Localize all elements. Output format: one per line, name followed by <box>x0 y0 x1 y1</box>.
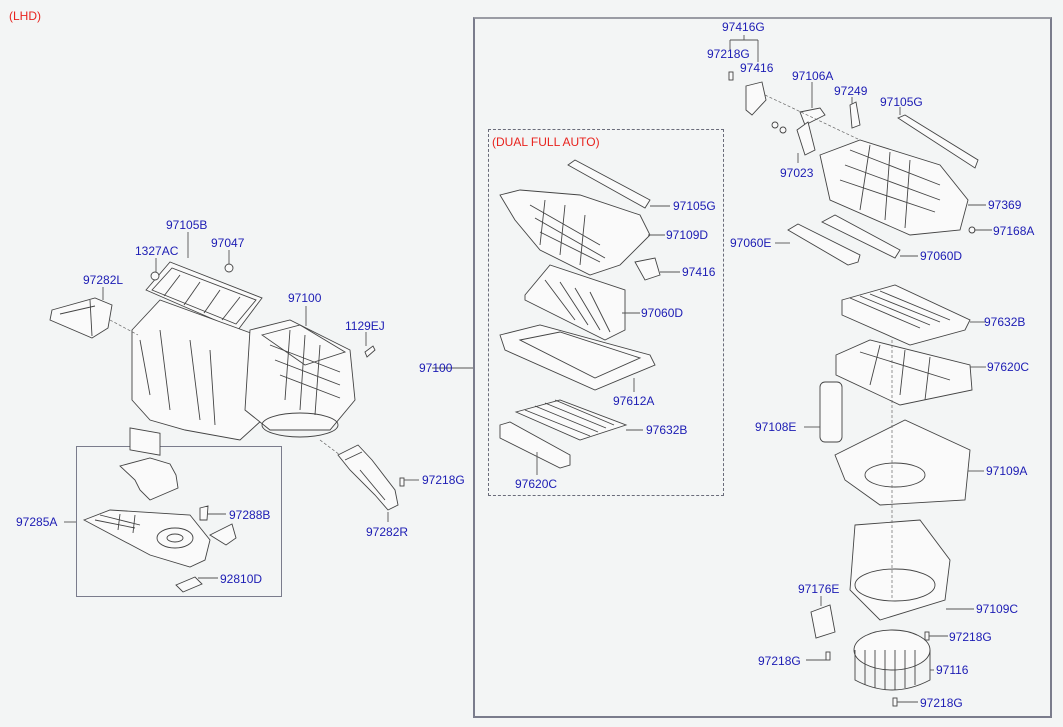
part-label-97060D-dfa[interactable]: 97060D <box>641 306 684 320</box>
screw-97218G-b <box>825 651 831 661</box>
part-label-97060D-top[interactable]: 97060D <box>920 249 963 263</box>
part-label-97105B[interactable]: 97105B <box>166 218 208 232</box>
clip-97288B <box>199 505 209 521</box>
intake-97109D <box>499 189 651 276</box>
part-label-97060E[interactable]: 97060E <box>730 236 772 250</box>
under-cover-drawing <box>64 457 237 593</box>
part-label-97218G-c[interactable]: 97218G <box>920 696 963 710</box>
part-label-97047[interactable]: 97047 <box>211 236 245 250</box>
part-label-1327AC[interactable]: 1327AC <box>135 244 179 258</box>
seal-97105G-top <box>897 114 979 169</box>
screw-97218G-left <box>399 477 405 487</box>
evaporator-case-97100 <box>244 319 356 431</box>
part-label-97105G-dfa[interactable]: 97105G <box>673 199 716 213</box>
air-grille-97105B <box>145 261 263 331</box>
seal-97105G <box>567 159 651 209</box>
part-label-97620C-dfa[interactable]: 97620C <box>515 477 558 491</box>
part-label-97109C[interactable]: 97109C <box>976 602 1019 616</box>
duct-97282R <box>337 444 399 511</box>
intake-case-97369 <box>819 139 969 236</box>
part-label-97416-top[interactable]: 97416 <box>740 61 774 75</box>
part-label-97249[interactable]: 97249 <box>834 84 868 98</box>
door-97060D-top <box>821 214 901 259</box>
resistor-97176E <box>810 604 836 639</box>
part-label-92810D[interactable]: 92810D <box>220 572 263 586</box>
part-label-97105G-top[interactable]: 97105G <box>880 95 923 109</box>
label-92810D <box>175 576 203 593</box>
part-label-97282L[interactable]: 97282L <box>83 273 124 287</box>
part-label-97285A[interactable]: 97285A <box>16 515 58 529</box>
part-label-97416G[interactable]: 97416G <box>722 20 765 34</box>
lever-97106A <box>799 107 826 126</box>
nut-97047 <box>224 263 234 273</box>
dual-full-auto-frame <box>488 129 724 496</box>
part-label-97612A[interactable]: 97612A <box>613 394 655 408</box>
duct-97282L <box>49 297 113 339</box>
part-label-97218G-a[interactable]: 97218G <box>949 630 992 644</box>
seal-97108E <box>819 381 843 443</box>
part-label-97109D[interactable]: 97109D <box>666 228 709 242</box>
door-97060D <box>524 264 626 341</box>
nut-1327AC <box>150 271 160 281</box>
dual-full-auto-title: (DUAL FULL AUTO) <box>492 135 600 149</box>
lhd-title: (LHD) <box>9 9 41 23</box>
part-label-97100-main[interactable]: 97100 <box>419 361 453 375</box>
part-label-97100[interactable]: 97100 <box>288 291 322 305</box>
part-label-97109A[interactable]: 97109A <box>986 464 1028 478</box>
heater-housing <box>131 299 271 441</box>
lower-blower-drawing <box>804 284 986 707</box>
part-label-97116[interactable]: 97116 <box>936 663 969 677</box>
cover-97285A <box>82 509 211 568</box>
hvac-assembly-drawing <box>49 261 405 511</box>
screw-97218G-top <box>728 71 734 81</box>
left-leader-lines <box>102 232 473 522</box>
part-label-97632B-right[interactable]: 97632B <box>984 315 1026 329</box>
part-label-97282R[interactable]: 97282R <box>366 525 409 539</box>
link-97249 <box>849 101 861 129</box>
part-label-97632B-dfa[interactable]: 97632B <box>646 423 688 437</box>
case-97109A <box>834 419 971 506</box>
part-label-97218G[interactable]: 97218G <box>422 473 465 487</box>
part-label-97369[interactable]: 97369 <box>988 198 1022 212</box>
filter-cover-97620C <box>499 421 571 469</box>
part-label-97106A[interactable]: 97106A <box>792 69 834 83</box>
part-label-97218G-top[interactable]: 97218G <box>707 47 750 61</box>
screw-97218G-c <box>892 697 898 707</box>
part-label-97023[interactable]: 97023 <box>780 166 814 180</box>
actuator-97416 <box>634 257 661 281</box>
part-label-97416-dfa[interactable]: 97416 <box>682 265 716 279</box>
part-label-1129EJ[interactable]: 1129EJ <box>345 319 385 333</box>
pad <box>119 457 179 501</box>
part-label-97620C-right[interactable]: 97620C <box>987 360 1030 374</box>
door-97060E <box>787 223 861 266</box>
bolt-1129EJ <box>364 345 376 358</box>
case-97612A <box>499 324 656 391</box>
filter-97632B <box>514 399 628 441</box>
dual-full-auto-drawing <box>499 159 680 475</box>
part-label-97288B[interactable]: 97288B <box>229 508 271 522</box>
upper-blower-drawing <box>728 35 992 266</box>
part-label-97108E[interactable]: 97108E <box>755 420 797 434</box>
main-assembly-frame <box>473 17 1052 718</box>
part-label-97176E[interactable]: 97176E <box>798 582 840 596</box>
part-label-97168A[interactable]: 97168A <box>993 224 1035 238</box>
filter-cover-97620C-right <box>835 339 973 406</box>
link-97023 <box>796 121 816 156</box>
screw-97218G-a <box>924 631 930 641</box>
under-cover-inset-frame <box>76 446 282 597</box>
actuator-97416-top <box>745 81 767 116</box>
scroll-case-97109C <box>849 519 951 621</box>
part-label-97218G-b[interactable]: 97218G <box>758 654 801 668</box>
